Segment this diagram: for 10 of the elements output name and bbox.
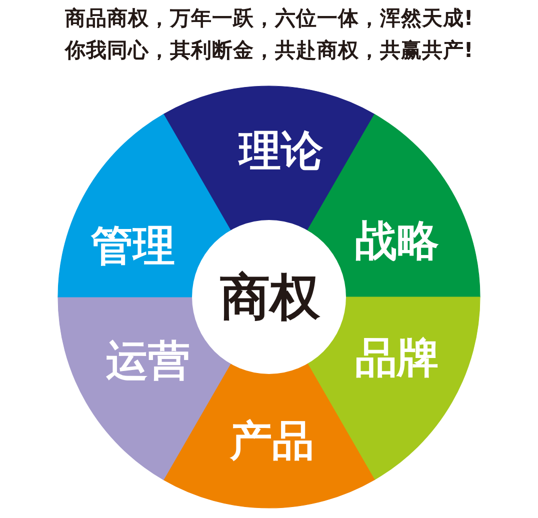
segment-label: 理论 (239, 130, 323, 172)
center-label: 商权 (220, 272, 320, 322)
slogan-text: 你我同心，其利断金，共赴商权，共赢共产! (64, 40, 474, 60)
slogan-text: 商品商权，万年一跃，六位一体，浑然天成! (64, 8, 474, 28)
center-circle (192, 220, 346, 374)
segment-label: 品牌 (355, 337, 439, 379)
segment-label: 产品 (230, 420, 314, 462)
segment-label: 战略 (355, 220, 439, 262)
segment-label: 运营 (106, 340, 190, 382)
segment-label: 管理 (91, 225, 175, 267)
